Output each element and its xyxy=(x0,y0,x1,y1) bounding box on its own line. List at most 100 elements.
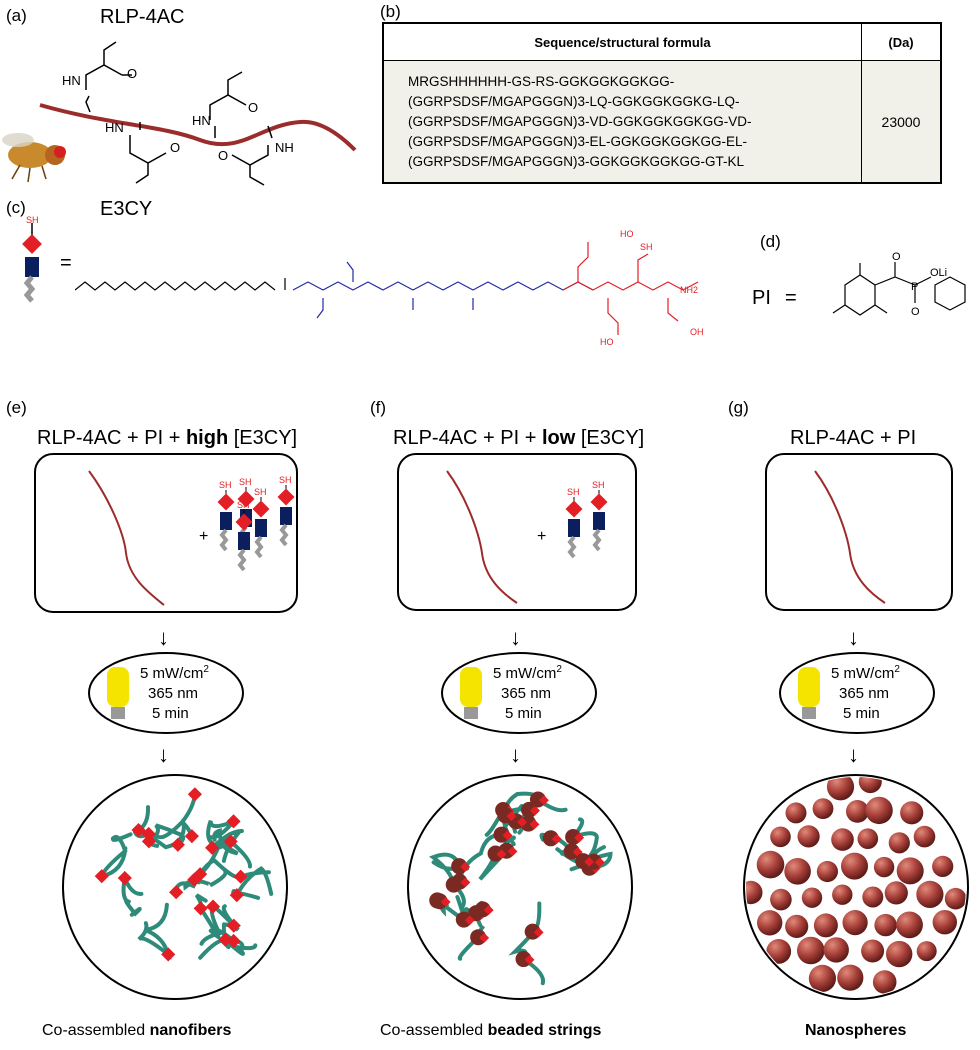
nanosphere xyxy=(873,856,895,878)
nanosphere xyxy=(900,801,924,825)
nanosphere xyxy=(785,802,807,824)
nanospheres xyxy=(743,774,969,1000)
nanosphere xyxy=(896,911,923,939)
uv-lamp-box xyxy=(441,652,597,734)
bead xyxy=(497,807,514,824)
nanosphere xyxy=(801,887,823,908)
lamp-bulb-icon xyxy=(460,667,482,719)
arrow-down-icon: ↓ xyxy=(510,742,521,767)
bead xyxy=(520,801,537,818)
lamp-text-g: 5 mW/cm2 365 nm 5 min xyxy=(831,664,900,722)
a-o-1: O xyxy=(127,66,137,81)
sequence-cell: MRGSHHHHHH-GS-RS-GGKGGKGGKGG- (GGRPSDSF/… xyxy=(382,60,862,184)
nanosphere xyxy=(842,910,868,936)
svg-text:SH: SH xyxy=(567,487,580,497)
nanosphere xyxy=(932,910,957,935)
fruit-fly-image xyxy=(2,133,66,183)
e-plus: + xyxy=(199,528,208,545)
arrow-down-icon: ↓ xyxy=(158,742,169,767)
e3cy-molecule: SH xyxy=(235,500,253,572)
caption-e: Co-assembled nanofibers xyxy=(42,1022,232,1039)
svg-text:SH: SH xyxy=(592,480,605,490)
nanosphere xyxy=(886,940,913,968)
nanosphere xyxy=(756,850,785,879)
crosslink-node xyxy=(94,869,109,884)
svg-text:SH: SH xyxy=(237,500,250,510)
panel-g-reagent-box xyxy=(765,453,953,611)
bead xyxy=(493,826,510,843)
nanosphere xyxy=(865,796,893,825)
a-nh-4: NH xyxy=(275,140,294,155)
nanosphere xyxy=(862,886,884,908)
crosslink-node xyxy=(229,888,244,903)
uv-lamp-box xyxy=(88,652,244,734)
nanosphere xyxy=(944,887,966,910)
nanosphere xyxy=(872,970,897,994)
nanosphere xyxy=(874,913,897,937)
fiber-strand xyxy=(121,870,144,917)
f-plus: + xyxy=(537,528,546,545)
arrow-down-icon: ↓ xyxy=(848,625,859,650)
nanosphere xyxy=(913,825,936,848)
crosslink-node xyxy=(530,805,540,816)
beaded-strings-network xyxy=(407,774,633,1000)
crosslink-node xyxy=(161,947,176,962)
arrow-down-icon: ↓ xyxy=(848,742,859,767)
bead xyxy=(542,830,559,847)
panel-f-title: RLP-4AC + PI + low [E3CY] xyxy=(393,427,645,449)
crosslink-node xyxy=(193,901,208,916)
pi-oli: OLi xyxy=(930,267,947,279)
header-sequence: Sequence/structural formula xyxy=(382,22,862,61)
e3cy-glyph: SH xyxy=(22,215,42,303)
nanosphere xyxy=(916,880,944,908)
nanosphere xyxy=(858,777,882,794)
c-nh2: NH2 xyxy=(680,285,698,295)
bead xyxy=(524,923,541,940)
rlp-4ac-structure: HN O HN O HN O NH O xyxy=(2,41,357,186)
bead xyxy=(529,791,546,808)
nanosphere xyxy=(797,936,825,965)
sequence-line: (GGRPSDSF/MGAPGGGN)3-VD-GGKGGKGGKGG-VD- xyxy=(408,113,752,129)
crosslink-node xyxy=(218,932,233,947)
nanosphere xyxy=(808,964,836,992)
panel-g-label: (g) xyxy=(728,398,749,417)
crosslink-node xyxy=(594,857,605,868)
peptide-block xyxy=(25,257,39,277)
bead xyxy=(515,951,532,968)
e3cy-structure: HO HO SH NH2 OH xyxy=(75,229,704,345)
sequence-line: (GGRPSDSF/MGAPGGGN)3-EL-GGKGGKGGKGG-EL- xyxy=(408,133,748,149)
svg-text:SH: SH xyxy=(279,475,292,485)
svg-text:SH: SH xyxy=(219,480,232,490)
nanosphere xyxy=(766,939,792,964)
nanosphere xyxy=(770,826,791,848)
arrow-down-icon: ↓ xyxy=(510,625,521,650)
nanosphere xyxy=(823,937,849,963)
bead xyxy=(474,901,491,918)
crosslink-node xyxy=(464,915,475,926)
crosslink-node xyxy=(529,819,540,830)
bead xyxy=(575,853,592,870)
a-hn-1: HN xyxy=(62,73,81,88)
c-equals: = xyxy=(60,252,72,274)
caption-g: Nanospheres xyxy=(805,1022,907,1039)
lamp-bulb-icon xyxy=(798,667,820,719)
panel-c-title: E3CY xyxy=(100,198,153,220)
a-o-4: O xyxy=(218,148,228,163)
c-sh: SH xyxy=(640,242,653,252)
nanosphere xyxy=(932,855,954,877)
nanosphere xyxy=(888,832,910,854)
svg-text:SH: SH xyxy=(254,487,267,497)
nanosphere xyxy=(896,857,924,885)
panel-f-reagent-box: + SH SH xyxy=(397,453,637,611)
pi-structure: O P OLi O xyxy=(832,251,966,318)
bead xyxy=(431,893,448,910)
pi-p: P xyxy=(911,281,918,293)
nanosphere xyxy=(884,881,908,905)
nanosphere xyxy=(826,777,855,801)
rlp-chain xyxy=(39,103,357,152)
nanofiber-network xyxy=(62,774,288,1000)
nanosphere xyxy=(841,852,868,880)
crosslink-node xyxy=(551,834,562,844)
panel-a-label: (a) xyxy=(6,6,27,25)
